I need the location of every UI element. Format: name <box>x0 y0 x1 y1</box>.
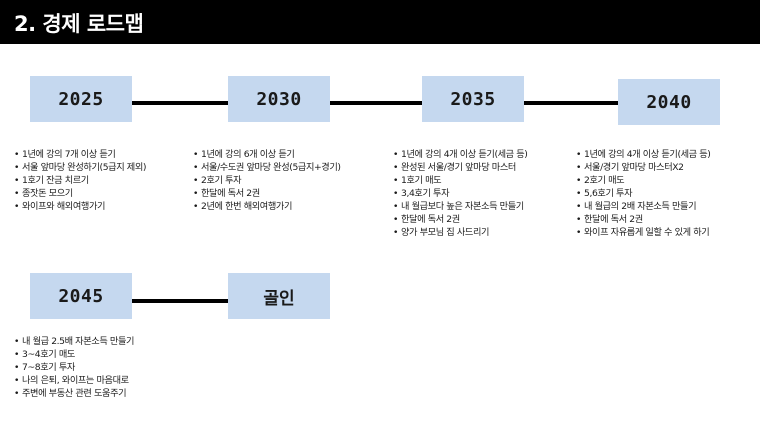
goal-item: 내 월급보다 높은 자본소득 만들기 <box>393 200 528 213</box>
goal-item: 1호기 매도 <box>393 174 528 187</box>
goal-list-2025: 1년에 강의 7개 이상 듣기 서울 앞마당 완성하기(5급지 제외) 1호기 … <box>14 148 146 213</box>
year-label: 2045 <box>58 285 104 307</box>
year-box-2045: 2045 <box>30 273 132 319</box>
goal-item: 한달에 독서 2권 <box>576 213 711 226</box>
goal-item: 와이프 자유롭게 일할 수 있게 하기 <box>576 226 711 239</box>
year-label: 2030 <box>256 88 302 110</box>
goal-item: 서울/경기 앞마당 마스터X2 <box>576 161 711 174</box>
goal-list-2030: 1년에 강의 6개 이상 듣기 서울/수도권 앞마당 완성(5급지+경기) 2호… <box>193 148 341 213</box>
goal-list-2040: 1년에 강의 4개 이상 듣기(세금 등) 서울/경기 앞마당 마스터X2 2호… <box>576 148 711 239</box>
goal-item: 7~8호기 투자 <box>14 361 134 374</box>
year-box-2040: 2040 <box>618 79 720 125</box>
goal-list-2045: 내 월급 2.5배 자본소득 만들기 3~4호기 매도 7~8호기 투자 나의 … <box>14 335 134 400</box>
year-box-2025: 2025 <box>30 76 132 122</box>
goal-item: 종잣돈 모으기 <box>14 187 146 200</box>
year-label: 2025 <box>58 88 104 110</box>
goal-item: 3~4호기 매도 <box>14 348 134 361</box>
page-title: 2. 경제 로드맵 <box>14 12 144 36</box>
goal-item: 3,4호기 투자 <box>393 187 528 200</box>
year-box-2030: 2030 <box>228 76 330 122</box>
goal-box: 골인 <box>228 273 330 319</box>
connector-line <box>132 299 228 303</box>
connector-line <box>524 101 618 105</box>
goal-item: 서울/수도권 앞마당 완성(5급지+경기) <box>193 161 341 174</box>
goal-item: 나의 은퇴, 와이프는 마음대로 <box>14 374 134 387</box>
goal-item: 1년에 강의 7개 이상 듣기 <box>14 148 146 161</box>
goal-item: 5,6호기 투자 <box>576 187 711 200</box>
goal-item: 한달에 독서 2권 <box>393 213 528 226</box>
goal-item: 내 월급 2.5배 자본소득 만들기 <box>14 335 134 348</box>
goal-item: 한달에 독서 2권 <box>193 187 341 200</box>
goal-item: 1년에 강의 6개 이상 듣기 <box>193 148 341 161</box>
goal-item: 내 월급의 2배 자본소득 만들기 <box>576 200 711 213</box>
year-box-2035: 2035 <box>422 76 524 122</box>
year-label: 2040 <box>646 91 692 113</box>
goal-item: 2호기 매도 <box>576 174 711 187</box>
goal-item: 1호기 잔금 치르기 <box>14 174 146 187</box>
goal-item: 주변에 부동산 관련 도움주기 <box>14 387 134 400</box>
goal-item: 2호기 투자 <box>193 174 341 187</box>
goal-item: 1년에 강의 4개 이상 듣기(세금 등) <box>576 148 711 161</box>
goal-item: 와이프와 해외여행가기 <box>14 200 146 213</box>
goal-item: 서울 앞마당 완성하기(5급지 제외) <box>14 161 146 174</box>
connector-line <box>132 101 228 105</box>
year-label: 2035 <box>450 88 496 110</box>
connector-line <box>330 101 422 105</box>
goal-list-2035: 1년에 강의 4개 이상 듣기(세금 등) 완성된 서울/경기 앞마당 마스터 … <box>393 148 528 239</box>
goal-item: 1년에 강의 4개 이상 듣기(세금 등) <box>393 148 528 161</box>
goal-item: 완성된 서울/경기 앞마당 마스터 <box>393 161 528 174</box>
goal-label: 골인 <box>263 288 295 309</box>
header-bar: 2. 경제 로드맵 <box>0 0 760 44</box>
goal-item: 2년에 한번 해외여행가기 <box>193 200 341 213</box>
goal-item: 양가 부모님 집 사드리기 <box>393 226 528 239</box>
